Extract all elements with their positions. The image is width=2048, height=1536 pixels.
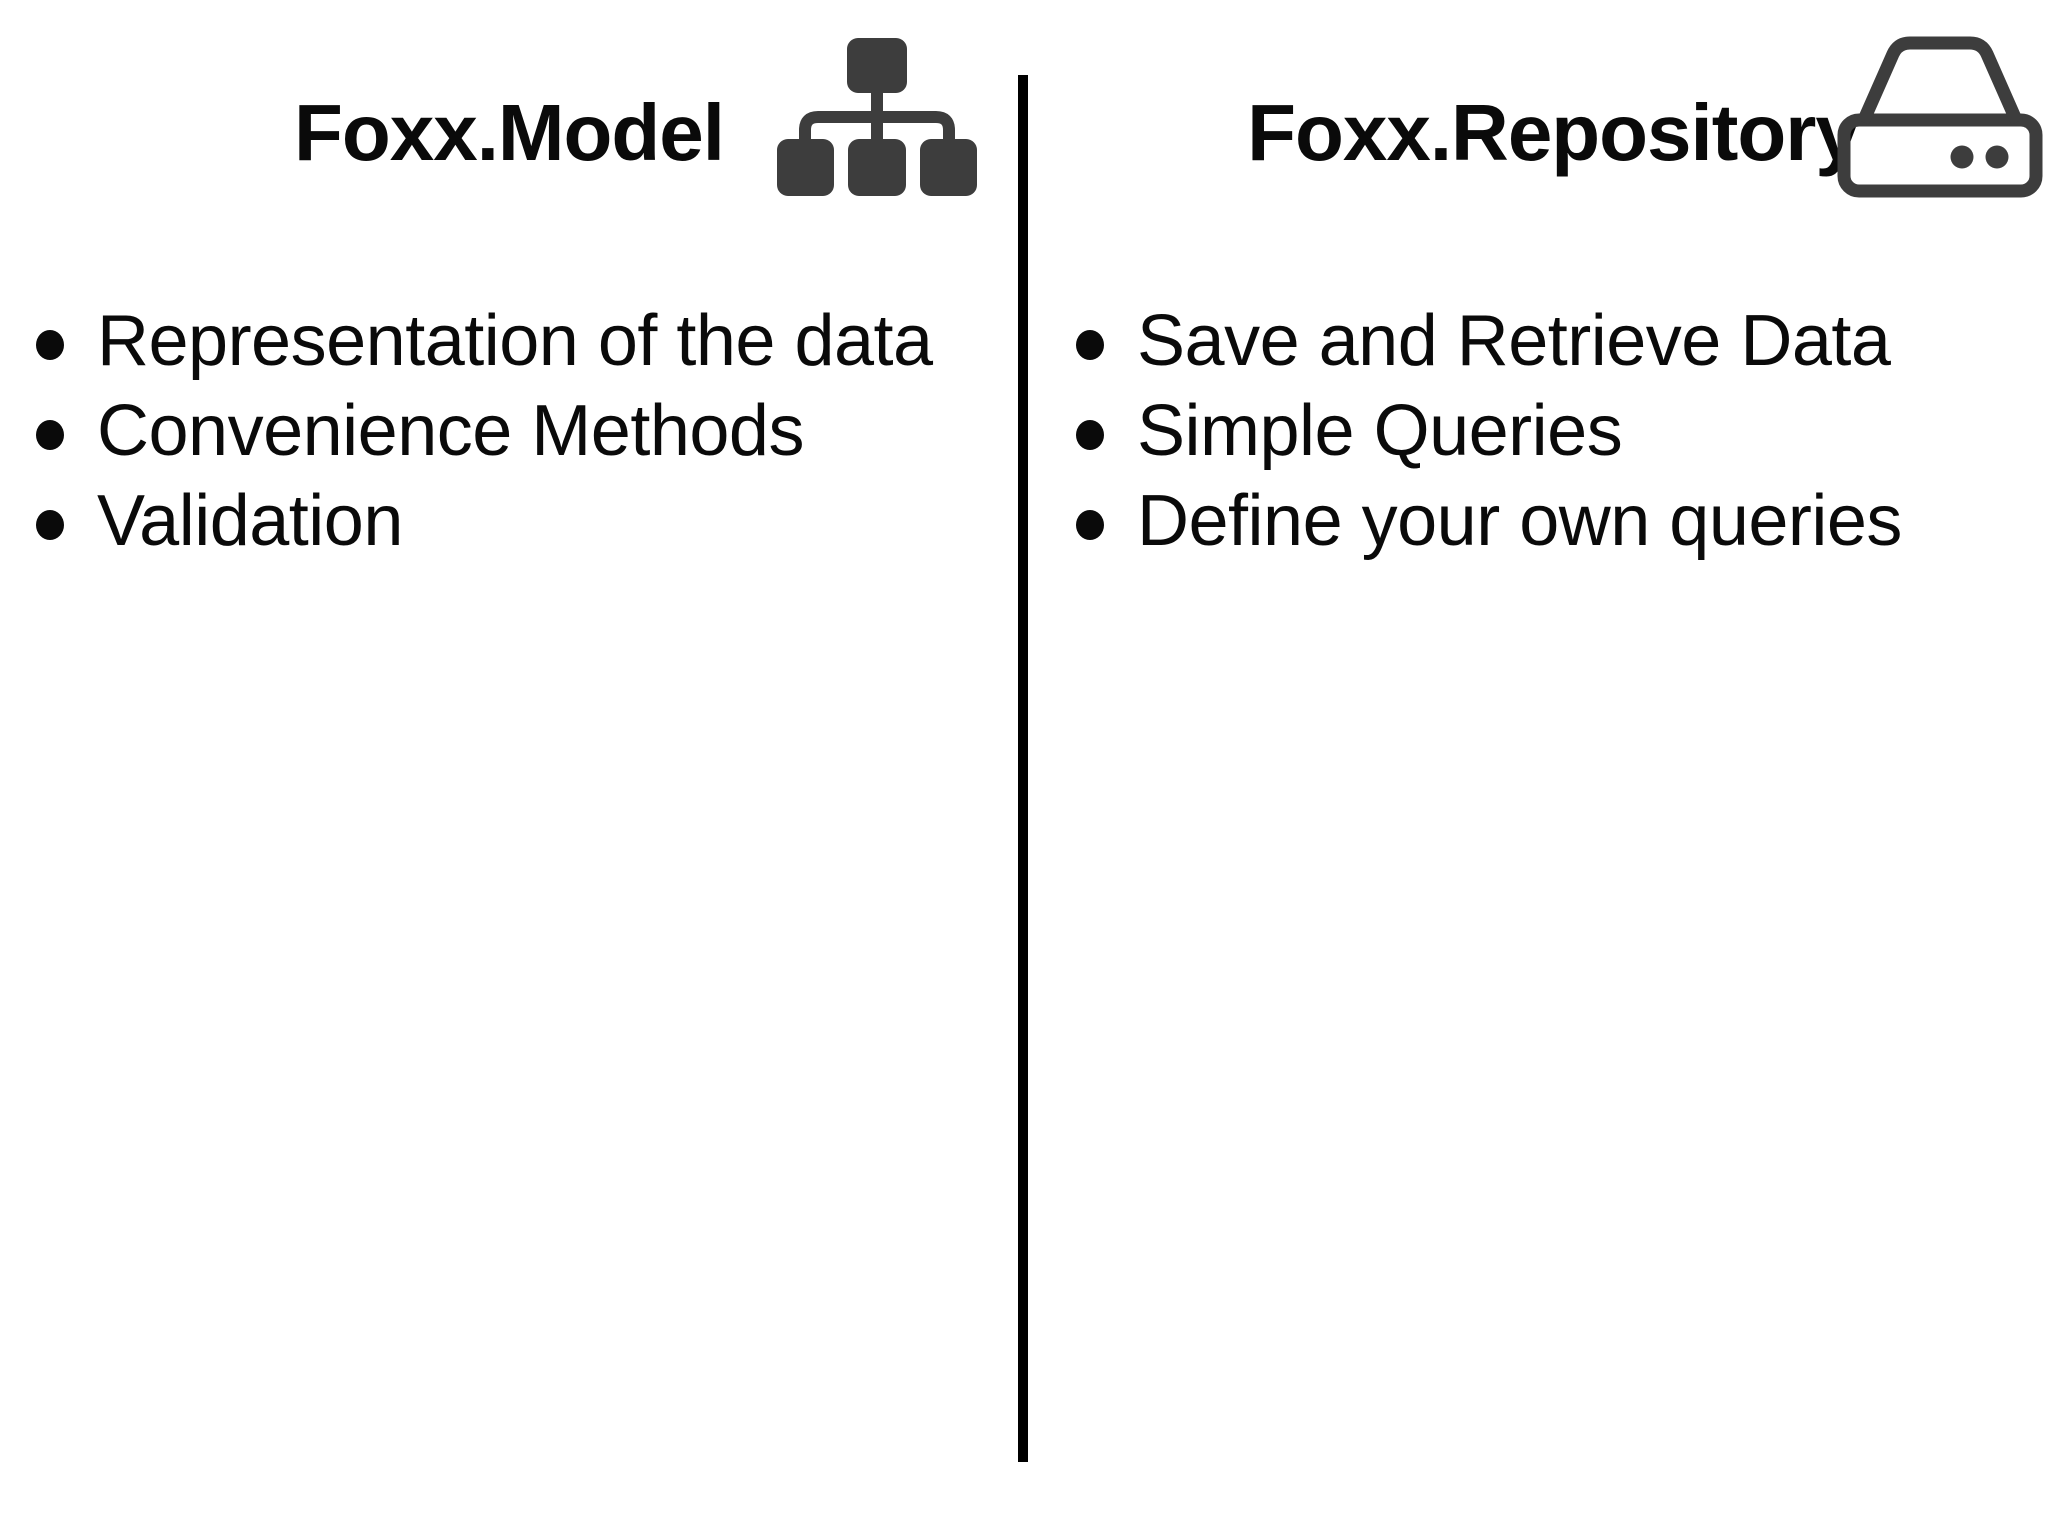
- bullet-dot: [36, 510, 64, 540]
- list-item: Define your own queries: [1076, 476, 2038, 566]
- bullet-dot: [36, 420, 64, 450]
- panel-foxx-repository: Foxx.Repository Save and Retrieve Data: [1028, 0, 2048, 1536]
- list-item: Convenience Methods: [36, 386, 1008, 476]
- list-item-text: Simple Queries: [1137, 391, 1623, 471]
- list-item-text: Save and Retrieve Data: [1137, 301, 1891, 381]
- panel-header: Foxx.Model: [0, 0, 1018, 196]
- panel-title-foxx-repository: Foxx.Repository: [1247, 88, 1860, 177]
- bullet-dot: [1076, 330, 1104, 360]
- list-item: Save and Retrieve Data: [1076, 296, 2038, 386]
- column-divider: [1018, 75, 1028, 1462]
- bullet-dot: [1076, 420, 1104, 450]
- panel-header: Foxx.Repository: [1028, 0, 2048, 198]
- hard-drive-icon: [1837, 36, 2043, 198]
- list-item-text: Validation: [97, 481, 403, 561]
- list-item-text: Define your own queries: [1137, 481, 1902, 561]
- list-item: Simple Queries: [1076, 386, 2038, 476]
- bullet-dot: [36, 330, 64, 360]
- bullet-list-foxx-repository: Save and Retrieve Data Simple Queries De…: [1028, 296, 2048, 566]
- list-item: Validation: [36, 476, 1008, 566]
- list-item: Representation of the data: [36, 296, 1008, 386]
- list-item-text: Convenience Methods: [97, 391, 804, 471]
- bullet-list-foxx-model: Representation of the data Convenience M…: [0, 296, 1018, 566]
- bullet-dot: [1076, 510, 1104, 540]
- list-item-text: Representation of the data: [97, 301, 933, 381]
- panel-title-foxx-model: Foxx.Model: [293, 88, 725, 177]
- panel-foxx-model: Foxx.Model R: [0, 0, 1018, 1536]
- sitemap-icon: [777, 38, 977, 196]
